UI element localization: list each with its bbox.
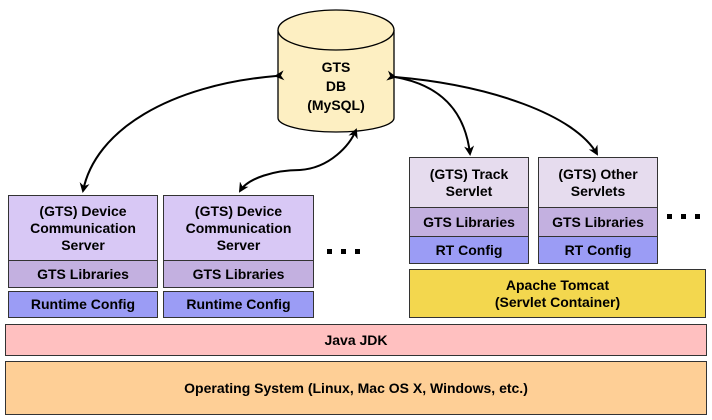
operating-system-layer: Operating System (Linux, Mac OS X, Windo… xyxy=(5,361,707,415)
device-server-title-line: Communication xyxy=(185,219,292,236)
database-label-line: GTS xyxy=(321,59,351,75)
device-server-title-line: (GTS) Device xyxy=(194,202,283,219)
database-label-line: DB xyxy=(325,78,347,94)
servlet-title-line: Servlets xyxy=(570,182,626,199)
device-server-2-config: Runtime Config xyxy=(163,291,314,318)
device-server-1-config: Runtime Config xyxy=(8,291,158,318)
other-servlets-config: RT Config xyxy=(538,236,658,264)
device-server-2-libraries: GTS Libraries xyxy=(163,260,314,288)
arrow-db-track-servlet xyxy=(386,70,475,156)
track-servlet-config: RT Config xyxy=(409,236,529,264)
servlet-title-line: Servlet xyxy=(445,182,493,199)
arrow-db-device-server-1 xyxy=(79,70,285,193)
arrow-db-device-server-2-head xyxy=(299,128,358,171)
device-server-title-line: (GTS) Device xyxy=(39,202,127,219)
java-jdk-layer: Java JDK xyxy=(5,324,707,356)
arrow-db-other-servlets xyxy=(394,76,598,156)
servlet-container: Apache Tomcat (Servlet Container) xyxy=(409,269,706,318)
ellipsis-more-servlets xyxy=(667,214,700,219)
servlet-container-line: Apache Tomcat xyxy=(505,276,610,293)
servlet-title-line: (GTS) Track xyxy=(429,165,509,182)
track-servlet-libraries: GTS Libraries xyxy=(409,207,529,237)
device-server-1: (GTS) Device Communication Server xyxy=(8,195,158,261)
device-server-title-line: Server xyxy=(216,236,261,253)
ellipsis-more-device-servers xyxy=(327,249,360,254)
database-label-line: (MySQL) xyxy=(307,97,365,113)
device-server-1-libraries: GTS Libraries xyxy=(8,260,158,288)
servlet-title-line: (GTS) Other xyxy=(558,165,638,182)
device-server-title-line: Server xyxy=(61,236,105,253)
other-servlets-libraries: GTS Libraries xyxy=(538,207,658,237)
track-servlet: (GTS) Track Servlet xyxy=(409,157,529,208)
device-server-2: (GTS) Device Communication Server xyxy=(163,195,314,261)
arrow-db-device-server-2 xyxy=(238,169,301,193)
device-server-title-line: Communication xyxy=(30,219,136,236)
database-cylinder xyxy=(277,9,395,133)
database-label: GTS DB (MySQL) xyxy=(278,58,394,115)
servlet-container-line: (Servlet Container) xyxy=(494,293,621,310)
other-servlets: (GTS) Other Servlets xyxy=(538,157,658,208)
